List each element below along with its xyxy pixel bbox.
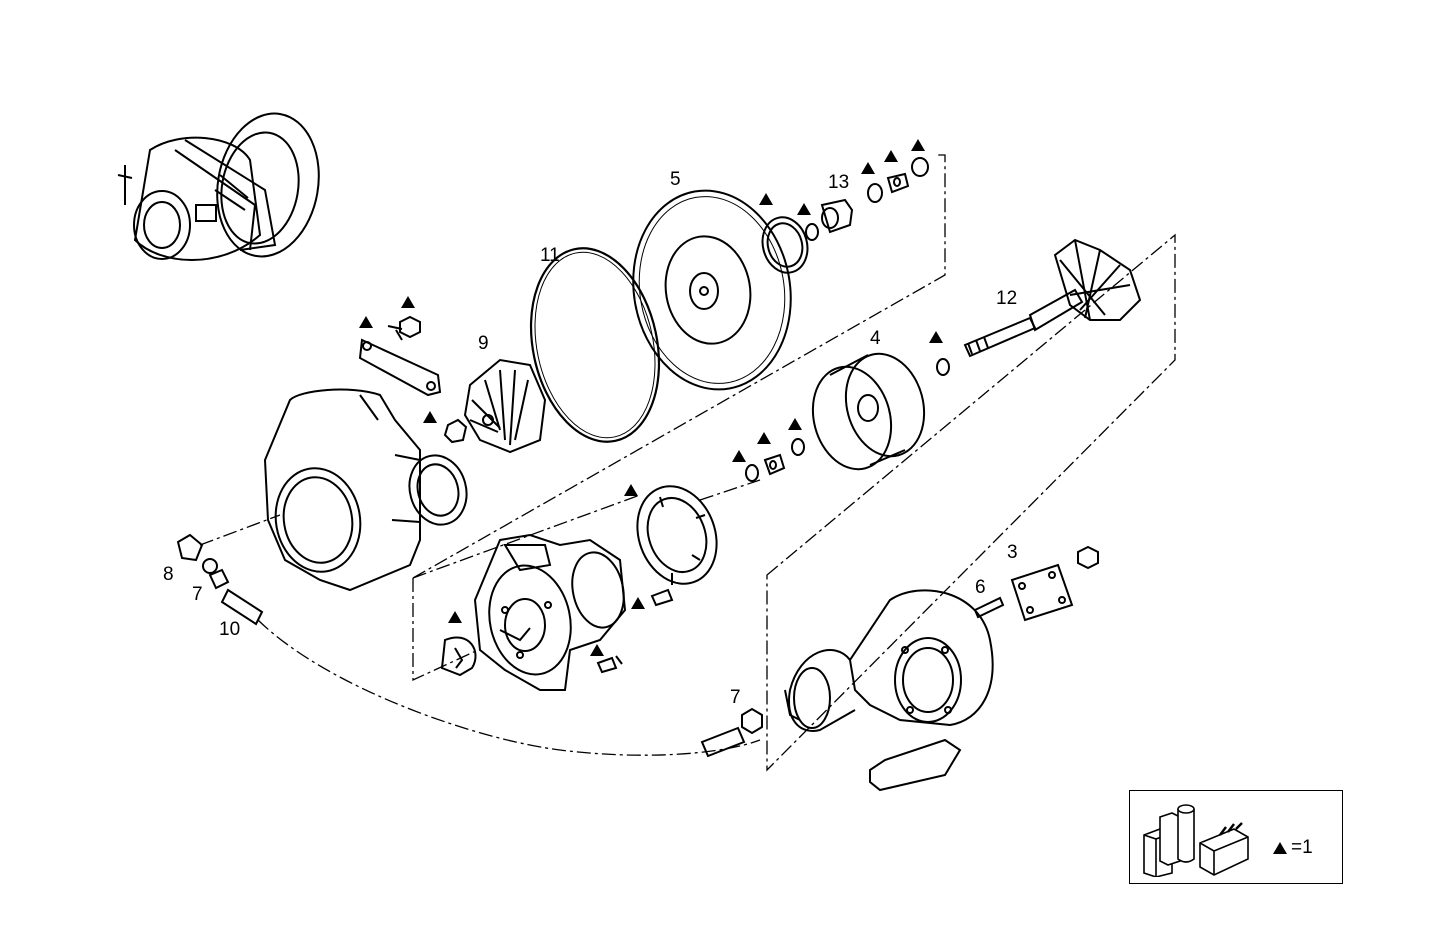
compressor-housing — [263, 388, 468, 592]
triangle-kit-icon — [624, 484, 638, 496]
callout-7-left: 7 — [192, 584, 203, 605]
snap-ring-shaft — [936, 358, 950, 376]
kit-legend-box: =1 — [1129, 790, 1343, 884]
callout-12: 12 — [996, 288, 1018, 309]
callout-11: 11 — [540, 245, 560, 266]
triangle-kit-icon — [861, 162, 875, 174]
triangle-kit-icon — [788, 418, 802, 430]
dash-dot-guide-lines — [199, 154, 1176, 772]
cover-plate — [1010, 563, 1074, 622]
triangle-kit-icon — [1273, 842, 1287, 854]
seal-rings-middle — [745, 438, 805, 482]
triangle-kit-icon — [423, 411, 437, 423]
triangle-kit-icon — [631, 597, 645, 609]
triangle-kit-icon — [911, 139, 925, 151]
compressor-wheel — [443, 358, 547, 454]
callout-10: 10 — [219, 619, 241, 640]
o-ring-large-inner — [534, 251, 656, 439]
callout-8: 8 — [163, 564, 174, 585]
back-plate — [632, 189, 792, 391]
triangle-kit-icon — [757, 432, 771, 444]
callout-7-right: 7 — [730, 687, 741, 708]
turbine-housing — [784, 589, 994, 792]
hose-right — [700, 707, 763, 758]
callout-5: 5 — [670, 169, 681, 190]
small-bolts — [440, 588, 674, 677]
center-housing — [473, 533, 627, 691]
triangle-kit-icon — [884, 150, 898, 162]
triangle-kit-icon — [797, 203, 811, 215]
turbine-shaft-wheel — [963, 238, 1142, 358]
callout-4: 4 — [870, 328, 881, 349]
triangle-kit-icon — [732, 450, 746, 462]
triangle-kit-icon — [590, 644, 604, 656]
legend-value: =1 — [1273, 837, 1313, 859]
seal-rings-upper — [761, 157, 929, 274]
fittings-left — [176, 533, 264, 626]
callout-3: 3 — [1007, 542, 1018, 563]
callout-13: 13 — [828, 172, 850, 193]
callout-6: 6 — [975, 577, 986, 598]
gasket-ring-plate — [636, 485, 718, 585]
triangle-kit-icon — [759, 193, 773, 205]
hex-bolt-top — [387, 315, 421, 341]
bearing-housing-cylinder — [811, 352, 926, 471]
callout-9: 9 — [478, 333, 489, 354]
assembled-turbocharger — [117, 112, 320, 261]
legend-equals-one: =1 — [1291, 837, 1313, 858]
stud-bolt — [973, 596, 1005, 619]
hex-nut-right — [1077, 545, 1099, 570]
repair-kit-boxes-icon — [1143, 804, 1249, 877]
bracket-plate — [358, 338, 442, 397]
triangle-kit-icon — [359, 316, 373, 328]
triangle-kit-icon — [448, 611, 462, 623]
triangle-kit-icon — [929, 331, 943, 343]
triangle-kit-icon — [401, 296, 415, 308]
o-ring-large — [529, 247, 661, 443]
